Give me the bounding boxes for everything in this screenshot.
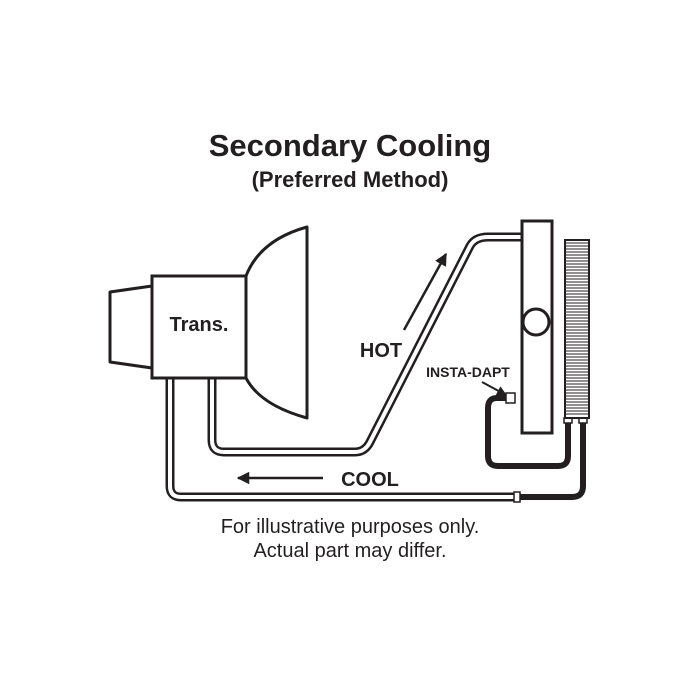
- footnote-line-2: Actual part may differ.: [253, 540, 447, 562]
- insta-dapt-label: INSTA-DAPT: [426, 364, 510, 380]
- diagram-subtitle: (Preferred Method): [251, 167, 449, 192]
- transmission: Trans.: [108, 225, 309, 420]
- hot-flow-arrow: [402, 252, 448, 331]
- insta-dapt-pointer: [481, 381, 507, 396]
- transmission-tail-housing: [108, 284, 154, 370]
- radiator: [520, 219, 554, 435]
- cooler-lines: [165, 232, 586, 502]
- insta-dapt-fitting: [505, 392, 516, 404]
- flow-indicators: HOT COOL INSTA-DAPT: [236, 252, 510, 491]
- cool-label: COOL: [341, 469, 399, 491]
- cool-line-fitting: [513, 491, 521, 503]
- hot-label: HOT: [360, 340, 402, 362]
- auxiliary-cooler: [564, 239, 590, 419]
- radiator-to-cooler-hose: [485, 395, 571, 469]
- footnote-line-1: For illustrative purposes only.: [220, 516, 480, 538]
- diagram-title: Secondary Cooling: [208, 128, 492, 163]
- transmission-bell-housing: [244, 225, 309, 420]
- radiator-cap: [521, 307, 551, 337]
- cooler-fins: [566, 242, 588, 415]
- cooler-return-hose: [517, 419, 586, 500]
- transmission-label: Trans.: [170, 314, 229, 336]
